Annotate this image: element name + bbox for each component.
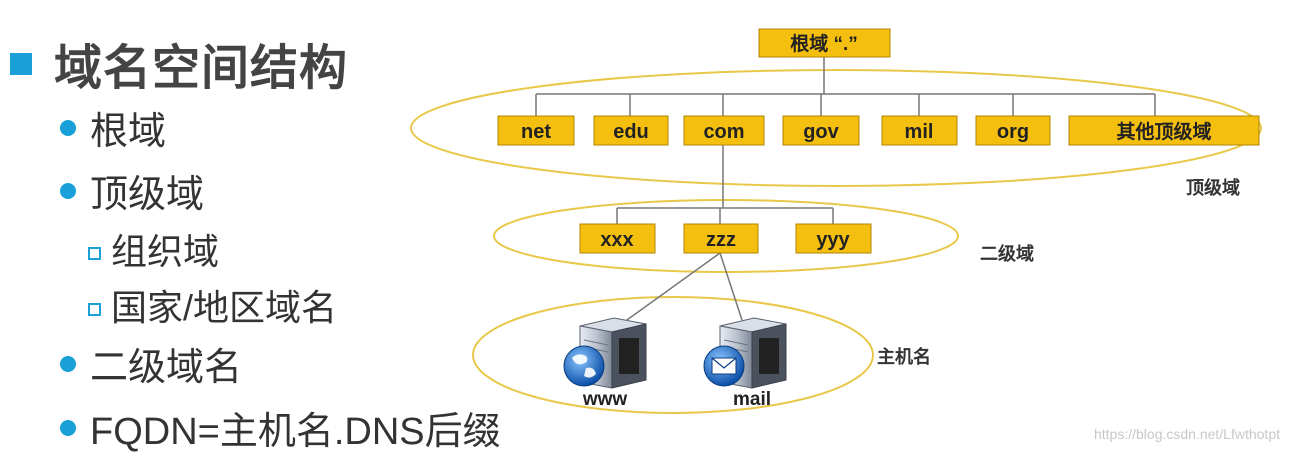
bullet-dot-icon: [60, 119, 76, 136]
bullet-fqdn-label: FQDN=主机名.DNS后缀: [90, 411, 501, 453]
www-server-icon: [563, 317, 647, 389]
tld-node-com-label: com: [703, 121, 744, 143]
tld-node-org: org: [975, 115, 1051, 146]
title-square-icon: [10, 53, 32, 75]
sub-bullet-square-icon: [88, 302, 101, 316]
tld-node-org-label: org: [997, 121, 1029, 143]
watermark: https://blog.csdn.net/Lfwthotpt: [1093, 426, 1280, 442]
mail-server-icon: [703, 317, 787, 389]
page-title: 域名空间结构: [10, 28, 348, 98]
sld-node-yyy: yyy: [795, 223, 872, 254]
sld-node-xxx-label: xxx: [600, 229, 633, 251]
region-label-host: 主机名: [877, 346, 931, 367]
root-node: 根域 “.”: [758, 28, 891, 58]
bullet-org-label: 组织域: [111, 231, 220, 272]
tld-node-gov: gov: [782, 115, 860, 146]
bullet-second-label: 二级域名: [90, 347, 243, 389]
bullet-tld-label: 顶级域: [90, 174, 205, 216]
host-www-label: www: [582, 389, 628, 410]
bullet-dot-icon: [60, 355, 76, 372]
region-label-second: 二级域: [980, 243, 1034, 264]
host-region-ellipse: [472, 296, 874, 414]
bullet-dot-icon: [60, 182, 76, 199]
bullet-org: 组织域: [88, 223, 219, 275]
bullet-country: 国家/地区域名: [88, 279, 337, 331]
tld-node-edu-label: edu: [613, 121, 649, 143]
bullet-country-label: 国家/地区域名: [111, 287, 338, 328]
tld-node-mil-label: mil: [905, 121, 934, 143]
tld-node-other: 其他顶级域: [1068, 115, 1260, 146]
host-mail-label: mail: [733, 389, 771, 410]
bullet-fqdn: FQDN=主机名.DNS后缀: [60, 400, 501, 455]
region-label-tld: 顶级域: [1186, 177, 1240, 198]
globe-icon: [563, 345, 605, 387]
tld-node-gov-label: gov: [803, 121, 839, 143]
bullet-tld: 顶级域: [60, 163, 204, 218]
bullet-second: 二级域名: [60, 336, 242, 391]
sld-node-yyy-label: yyy: [816, 229, 850, 251]
tld-node-edu: edu: [593, 115, 669, 146]
title-text: 域名空间结构: [54, 42, 349, 95]
tld-node-other-label: 其他顶级域: [1116, 120, 1211, 143]
sld-node-xxx: xxx: [579, 223, 656, 254]
tld-node-net: net: [497, 115, 575, 146]
tld-region-ellipse: [410, 69, 1262, 187]
sld-node-zzz-label: zzz: [706, 229, 736, 251]
tld-node-net-label: net: [521, 121, 551, 143]
root-node-label: 根域 “.”: [790, 32, 858, 55]
tld-node-mil: mil: [881, 115, 958, 146]
bullet-root-label: 根域: [90, 111, 167, 153]
tld-node-com: com: [683, 115, 765, 146]
sub-bullet-square-icon: [88, 246, 101, 260]
bullet-root: 根域: [60, 100, 166, 155]
bullet-dot-icon: [60, 419, 76, 436]
sld-node-zzz: zzz: [683, 223, 759, 254]
tree-connectors: [535, 57, 1156, 326]
